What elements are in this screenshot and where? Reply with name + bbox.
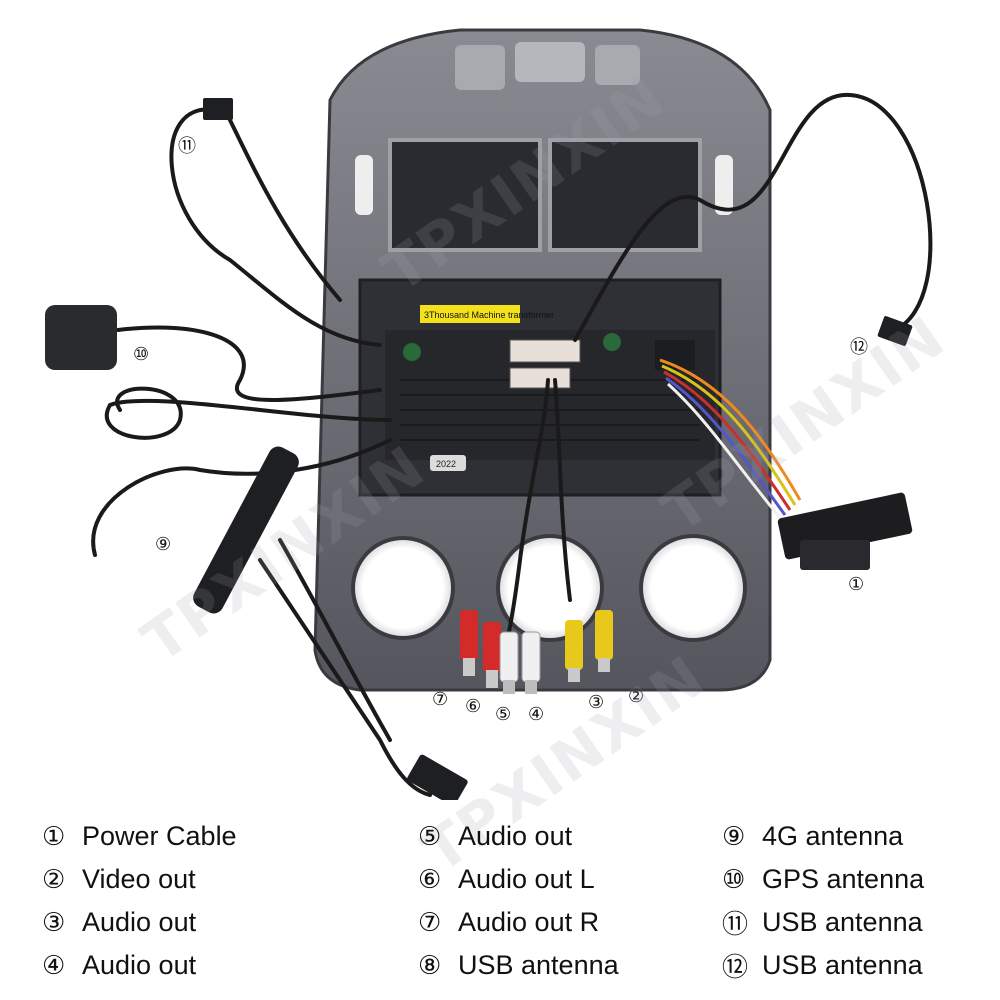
usb-plug-8 [407,754,468,800]
usb-plug-11 [203,98,233,120]
rca-plugs [460,610,613,694]
legend-mark: ③ [42,907,66,938]
legend-mark: ⑪ [722,910,749,940]
legend-item: ⑦ Audio out R [418,901,619,944]
legend-item: ⑤ Audio out [418,815,619,858]
legend-item: ③ Audio out [42,901,237,944]
4g-antenna-cable [91,438,392,557]
cables [91,92,933,797]
callout-2: ② [628,686,644,707]
usb-plug-12 [877,316,913,346]
legend-item: ⑥ Audio out L [418,858,619,901]
legend-item: ④ Audio out [42,944,237,987]
usb-antenna-8-cable [258,558,432,797]
legend-mark: ⑥ [418,864,442,895]
legend-label: Audio out [82,907,197,937]
legend-label: GPS antenna [762,864,925,894]
sticker-text: 3Thousand Machine transformer [424,310,554,320]
legend-mark: ⑤ [418,821,442,852]
legend-mark: ① [42,821,66,852]
gps-antenna [45,305,117,370]
legend-mark: ⑩ [722,864,746,895]
legend-item: ② Video out [42,858,237,901]
callout-10: ⑩ [133,344,149,365]
legend-label: Audio out L [458,864,595,894]
rca-white-plug-5 [499,631,519,694]
legend-item: ⑧ USB antenna [418,944,619,987]
legend-label: 4G antenna [762,821,904,851]
callout-5: ⑤ [495,704,511,725]
rca-yellow-plug-2 [595,610,613,672]
legend-mark: ⑧ [418,950,442,981]
callout-4: ④ [528,704,544,725]
ac-vents [351,534,747,642]
legend-item: ⑪ USB antenna [722,901,924,944]
rca-red-plug-6 [483,622,501,688]
legend-item: ⑨ 4G antenna [722,815,924,858]
head-unit-back: 3Thousand Machine transformer 2022 [358,278,722,497]
legend-label: USB antenna [762,950,923,980]
callout-1: ① [848,574,864,595]
legend-mark: ⑫ [722,953,749,983]
head-unit-photo: 3Thousand Machine transformer 2022 [45,28,933,800]
4g-antenna-bar [193,446,299,614]
legend-item: ⑫ USB antenna [722,944,924,987]
rca-yellow-plug-3 [565,620,583,682]
power-connector [777,492,913,570]
callout-6: ⑥ [465,696,481,717]
legend-label: Audio out [82,950,197,980]
gps-antenna-cable [116,325,382,402]
legend-item: ⑩ GPS antenna [722,858,924,901]
usb-antenna-11-cable [169,107,382,347]
legend-mark: ⑦ [418,907,442,938]
legend-label: USB antenna [458,950,619,980]
power-harness [659,358,802,521]
callout-12: ⑫ [850,337,868,358]
legend-item: ① Power Cable [42,815,237,858]
usb-antenna-12-cable [573,92,933,342]
rca-red-plug-7 [460,610,478,676]
callout-3: ③ [588,692,604,713]
legend-label: Audio out R [458,907,600,937]
legend-column-1: ① Power Cable ② Video out ③ Audio out ④ Audi… [42,815,237,987]
callout-9: ⑨ [155,534,171,555]
legend-label: Audio out [458,821,573,851]
callout-7: ⑦ [432,689,448,710]
rca-white-plug-4 [521,631,541,694]
gps-coil [105,386,392,440]
legend-mark: ② [42,864,66,895]
legend-mark: ⑨ [722,821,746,852]
legend-mark: ④ [42,950,66,981]
legend-label: Video out [82,864,196,894]
date-badge: 2022 [436,459,456,469]
legend-label: USB antenna [762,907,923,937]
legend-column-2: ⑤ Audio out ⑥ Audio out L ⑦ Audio out R ⑧ US… [418,815,619,987]
legend-label: Power Cable [82,821,237,851]
legend: ① Power Cable ② Video out ③ Audio out ④ Audi… [0,815,1000,995]
callout-11: ⑪ [178,136,196,157]
